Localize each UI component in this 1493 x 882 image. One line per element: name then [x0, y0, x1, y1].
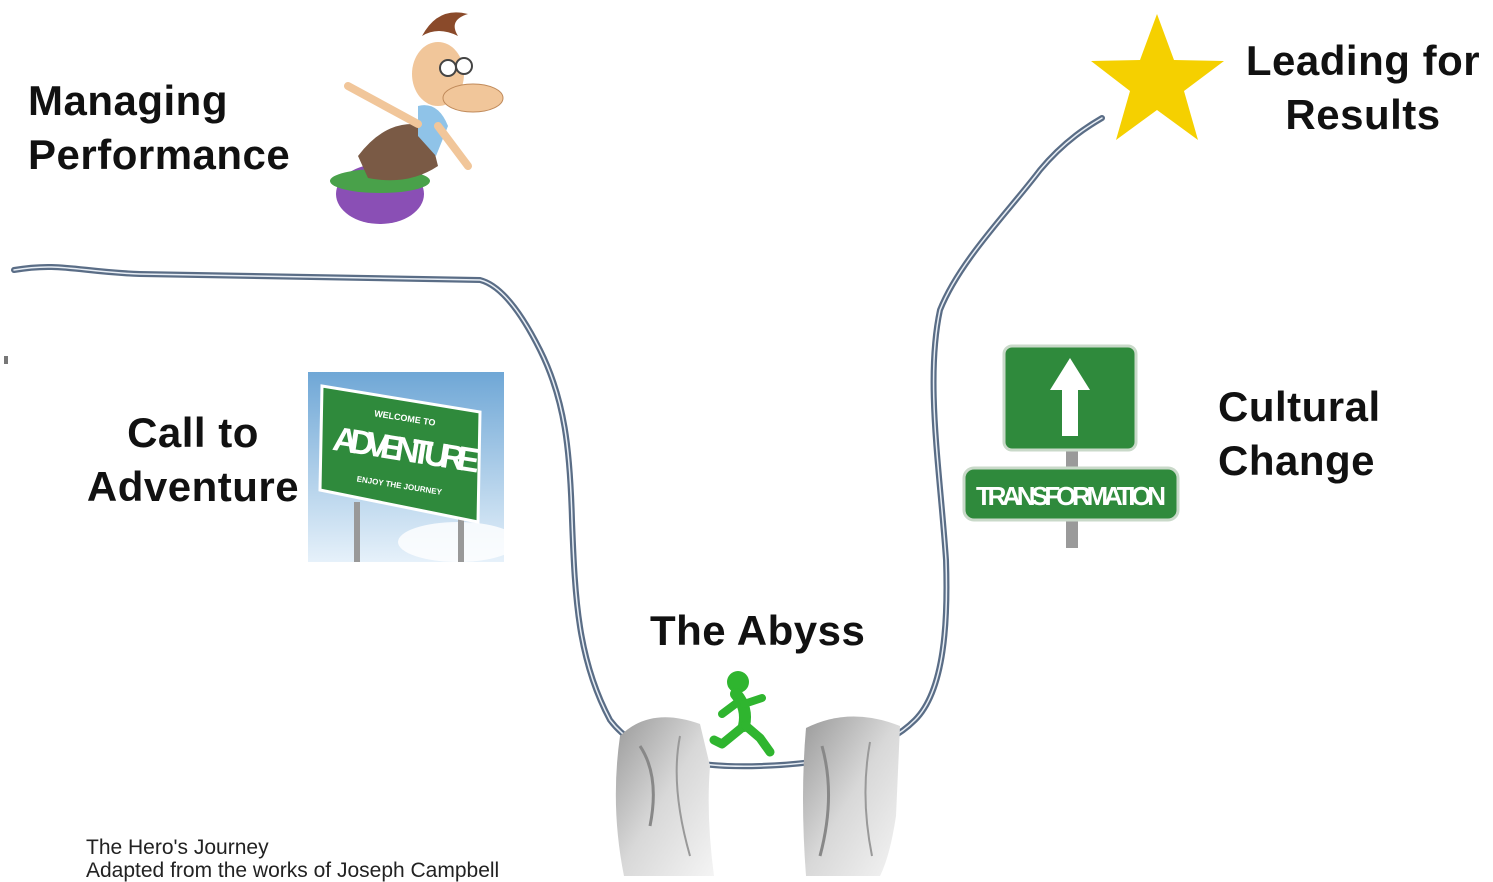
caption-line1: The Hero's Journey — [86, 836, 269, 859]
call-to-adventure-label: Call to Adventure — [70, 406, 316, 514]
caption-line2: Adapted from the works of Joseph Campbel… — [86, 859, 500, 882]
runner-icon — [709, 671, 775, 757]
leaping-man-icon — [330, 12, 504, 224]
edge-mark — [4, 356, 8, 364]
leading-for-results-line1: Leading for — [1245, 37, 1481, 84]
managing-performance-label: Managing Performance — [28, 74, 290, 182]
adventure-sign-icon: WELCOME TO ADVENTURE ENJOY THE JOURNEY — [308, 372, 504, 562]
managing-performance-line1: Managing — [28, 77, 228, 124]
the-abyss-label: The Abyss — [650, 607, 866, 654]
cultural-change-line1: Cultural — [1218, 383, 1381, 430]
cliffs-icon — [615, 716, 900, 876]
leading-for-results-line2: Results — [1285, 91, 1441, 138]
call-to-adventure-line1: Call to — [127, 409, 259, 456]
managing-performance-line2: Performance — [28, 131, 291, 178]
transformation-sign-icon: TRANSFORMATION — [962, 344, 1180, 548]
transformation-sign-text: TRANSFORMATION — [976, 481, 1166, 511]
star-icon — [1091, 14, 1224, 140]
cultural-change-label: Cultural Change — [1218, 380, 1381, 488]
leading-for-results-label: Leading for Results — [1230, 34, 1493, 142]
call-to-adventure-line2: Adventure — [86, 463, 300, 510]
diagram-caption: The Hero's Journey Adapted from the work… — [86, 836, 499, 882]
cultural-change-line2: Change — [1218, 437, 1376, 484]
